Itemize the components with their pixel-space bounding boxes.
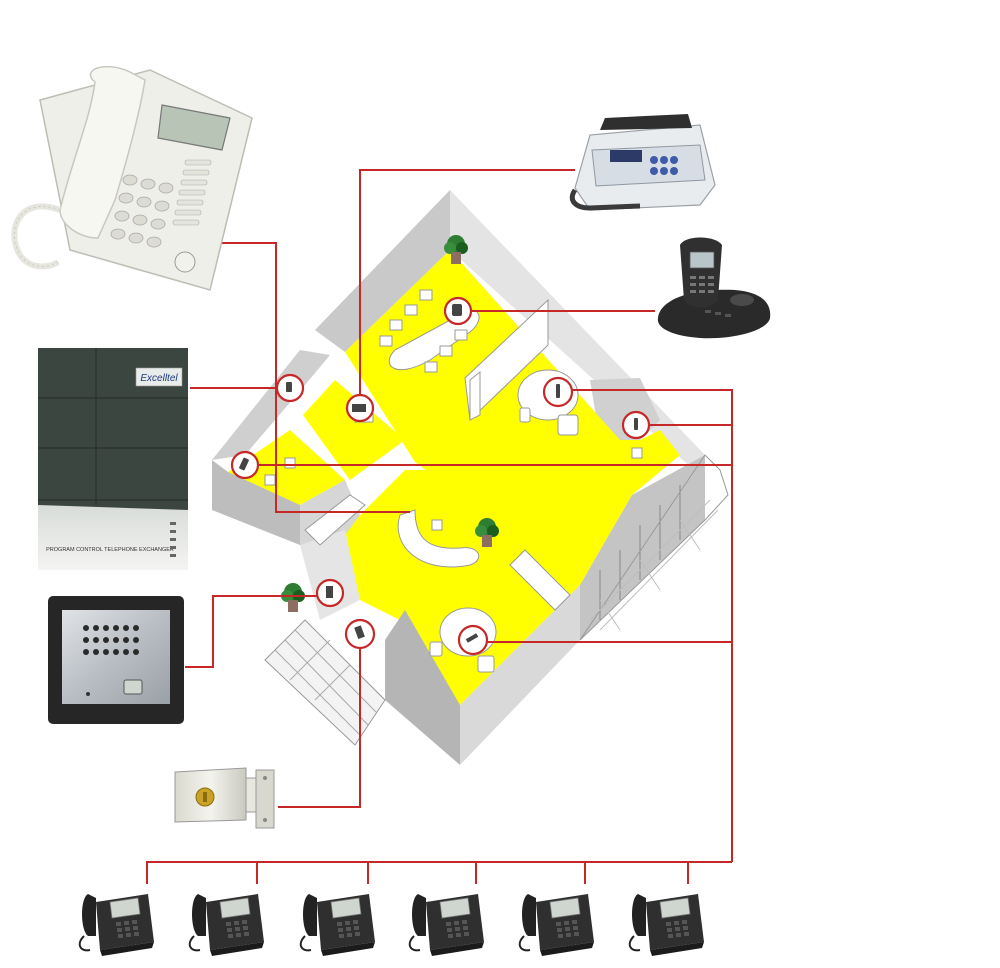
floor-meeting-room xyxy=(600,430,680,495)
cordless-phone-base xyxy=(657,237,771,339)
wiring xyxy=(146,169,733,884)
speaker-button xyxy=(174,251,196,273)
cordless-handset xyxy=(680,237,722,308)
wire-extension-bus xyxy=(146,861,732,884)
keypad xyxy=(110,174,174,248)
marker-lobby-desk xyxy=(457,624,489,656)
speaker-grille xyxy=(83,625,139,655)
floor-main-office xyxy=(345,250,632,585)
wire-electric-lock xyxy=(278,636,361,808)
balcony-tiles xyxy=(589,499,719,631)
call-button xyxy=(123,679,143,695)
wall-back-left xyxy=(315,190,450,352)
wire-operator-phone xyxy=(210,242,410,513)
wire-trunk xyxy=(558,389,733,862)
operator-phone xyxy=(11,65,253,291)
extension-phone-4 xyxy=(408,893,485,957)
handset xyxy=(59,65,146,239)
extension-phone-1 xyxy=(78,893,155,957)
pbx-cabinet: Excelltel PROGRAM CONTROL TELEPHONE EXCH… xyxy=(38,348,188,570)
pbx-indicator-lights xyxy=(170,522,176,557)
office-floor-plan xyxy=(212,190,729,765)
wall-entry xyxy=(300,530,360,620)
pbx-caption-label: PROGRAM CONTROL TELEPHONE EXCHANGER xyxy=(46,547,174,553)
strike-plate xyxy=(255,769,275,829)
wall-left-rooms xyxy=(212,350,330,460)
pbx-brand-label: Excelltel xyxy=(140,373,178,384)
floor-small-office xyxy=(303,380,405,480)
extension-phone-6 xyxy=(628,893,705,957)
connection-markers xyxy=(230,296,651,656)
balcony-railing xyxy=(579,454,729,641)
fax-machine xyxy=(569,114,716,211)
fax-handset xyxy=(569,188,641,211)
wall-front-bottom xyxy=(385,610,460,765)
wire-fax xyxy=(359,169,575,405)
extension-phone-2 xyxy=(188,893,265,957)
wire-door-intercom xyxy=(185,595,327,668)
electric-lock xyxy=(174,767,275,829)
fax-display xyxy=(610,150,642,162)
marker-phone-glyphs xyxy=(239,304,638,643)
function-keys xyxy=(172,159,212,226)
window-mullions xyxy=(599,485,681,620)
paper-feeder xyxy=(600,114,692,130)
wall-front-right xyxy=(460,585,580,765)
door-intercom-panel xyxy=(48,596,184,724)
cordless-display xyxy=(689,251,715,269)
extension-phone-5 xyxy=(518,893,595,957)
wall-front-left xyxy=(212,460,300,545)
lcd-display xyxy=(157,104,231,151)
extension-phone-3 xyxy=(299,893,376,957)
entrance-steps xyxy=(264,619,386,746)
extension-phones xyxy=(78,893,705,957)
